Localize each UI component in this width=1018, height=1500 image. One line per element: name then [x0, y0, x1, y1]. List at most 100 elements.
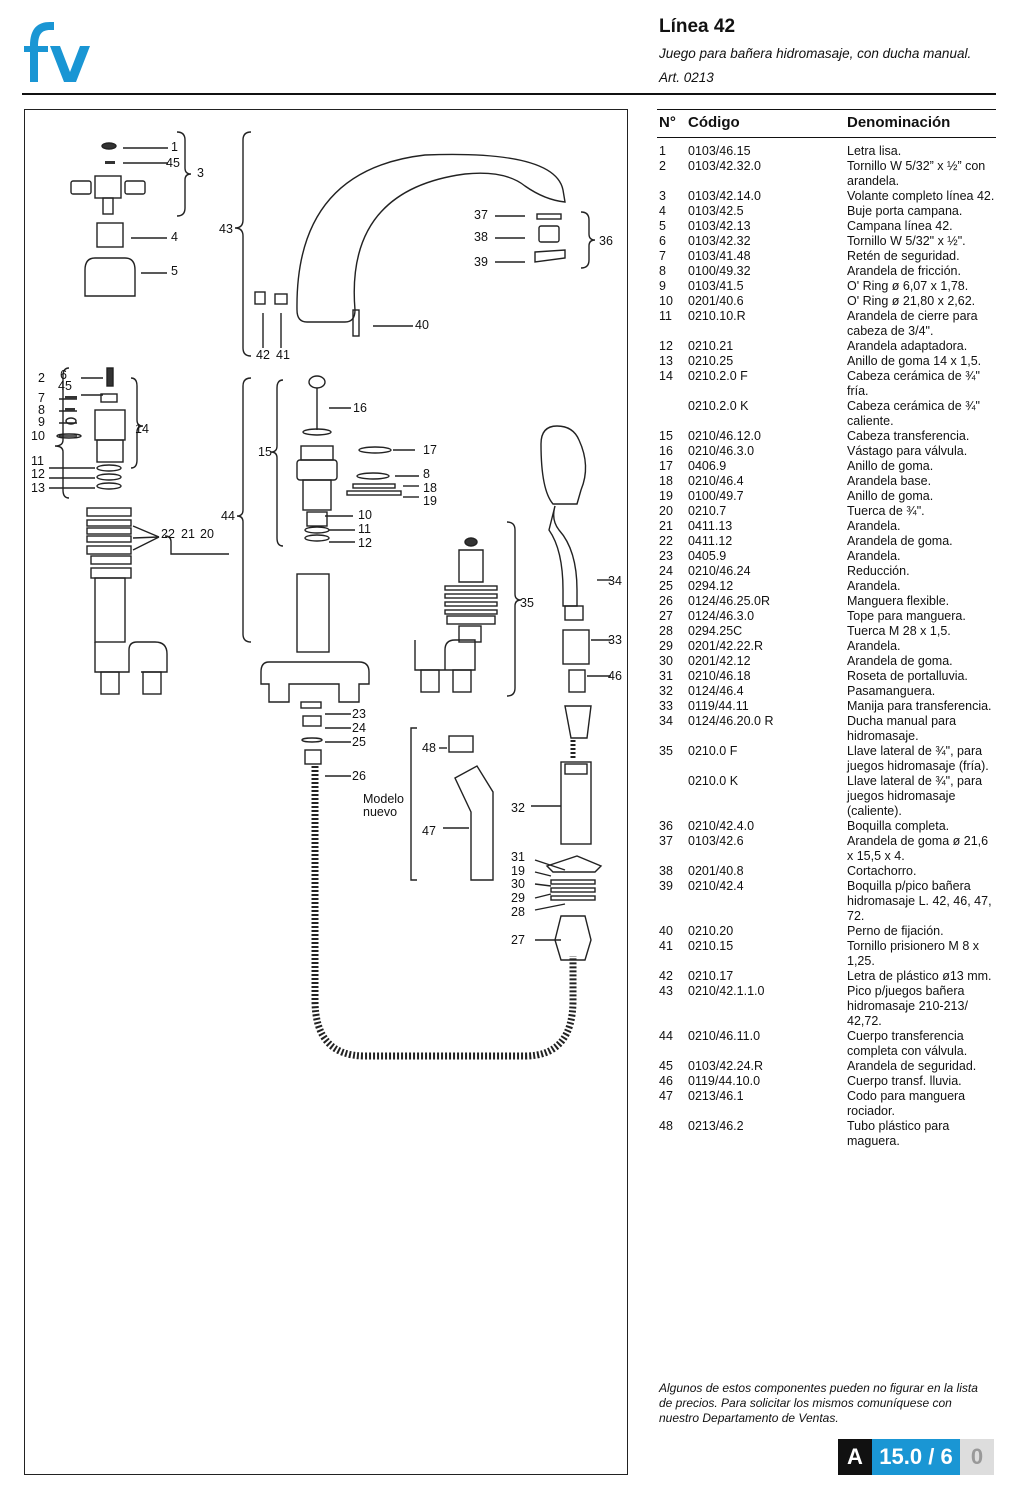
row-code: 0201/42.22.R	[688, 639, 764, 653]
row-number: 31	[659, 669, 673, 683]
callout-12-b: 12	[358, 536, 372, 550]
row-code: 0201/40.8	[688, 864, 744, 878]
row-name: Cabeza cerámica de ¾" caliente.	[847, 399, 980, 428]
row-code: 0210.0 K	[688, 774, 739, 788]
row-code: 0210.2.0 F	[688, 369, 748, 383]
row-number: 29	[659, 639, 673, 653]
row-code: 0103/42.32.0	[688, 159, 761, 173]
callout-13: 13	[31, 481, 45, 495]
page-subtitle: Juego para bañera hidromasaje, con ducha…	[659, 46, 972, 61]
row-number: 40	[659, 924, 673, 938]
callout-31: 31	[511, 850, 525, 864]
callout-45: 45	[166, 156, 180, 170]
row-name: Tornillo W 5/32” x ½” con arandela.	[847, 159, 986, 188]
row-code: 0103/41.48	[688, 249, 751, 263]
header-number: N°	[659, 114, 676, 131]
row-name: Tuerca M 28 x 1,5.	[847, 624, 951, 638]
row-name: Retén de seguridad.	[847, 249, 960, 263]
row-code: 0210/46.18	[688, 669, 751, 683]
row-code: 0210/46.24	[688, 564, 751, 578]
callout-21: 21	[181, 527, 195, 541]
row-code: 0210.15	[688, 939, 734, 953]
row-name: Cabeza transferencia.	[847, 429, 970, 443]
callout-8: 8	[38, 403, 45, 417]
row-code: 0124/46.3.0	[688, 609, 755, 623]
callout-47: 47	[422, 824, 436, 838]
callout-29: 29	[511, 891, 525, 905]
row-number: 21	[659, 519, 673, 533]
row-name: Arandela de goma.	[847, 654, 953, 668]
row-number: 32	[659, 684, 673, 698]
row-name: Tornillo W 5/32" x ½".	[847, 234, 966, 248]
row-number: 26	[659, 594, 673, 608]
row-name: Anillo de goma.	[847, 459, 934, 473]
parts-table-header: N° Código Denominación	[657, 109, 996, 138]
callout-18: 18	[423, 481, 437, 495]
row-name: Arandela de fricción.	[847, 264, 961, 278]
row-name: Tubo plástico para maguera.	[847, 1119, 950, 1148]
callout-36: 36	[599, 234, 613, 248]
row-number: 39	[659, 879, 673, 893]
row-name: Anillo de goma 14 x 1,5.	[847, 354, 982, 368]
row-code: 0213/46.2	[688, 1119, 744, 1133]
row-number: 2	[659, 159, 666, 173]
row-name: Buje porta campana.	[847, 204, 963, 218]
row-code: 0119/44.11	[688, 699, 749, 713]
footnote: Algunos de estos componentes pueden no f…	[659, 1381, 978, 1425]
row-code: 0124/46.20.0 R	[688, 714, 774, 728]
row-code: 0294.12	[688, 579, 734, 593]
diagram-drawing	[49, 131, 611, 1060]
row-name: Perno de fijación.	[847, 924, 944, 938]
row-number: 13	[659, 354, 673, 368]
callout-2: 2	[38, 371, 45, 385]
row-name: Codo para manguera rociador.	[847, 1089, 966, 1118]
callout-11: 11	[31, 454, 44, 468]
row-number: 1	[659, 144, 666, 158]
row-number: 24	[659, 564, 673, 578]
page-badge: A 15.0 / 6 0	[838, 1439, 994, 1475]
row-code: 0406.9	[688, 459, 727, 473]
row-code: 0210.21	[688, 339, 734, 353]
callout-27: 27	[511, 933, 525, 947]
row-code: 0210/46.12.0	[688, 429, 761, 443]
row-name: Roseta de portalluvia.	[847, 669, 968, 683]
row-name: Arandela.	[847, 639, 901, 653]
row-code: 0210/42.4.0	[688, 819, 755, 833]
callout-25: 25	[352, 735, 366, 749]
callout-17: 17	[423, 443, 437, 457]
callout-38: 38	[474, 230, 488, 244]
badge-letter: A	[838, 1439, 872, 1475]
row-code: 0103/42.32	[688, 234, 751, 248]
row-code: 0210.25	[688, 354, 734, 368]
row-name: Manguera flexible.	[847, 594, 950, 608]
callout-23: 23	[352, 707, 366, 721]
callout-22: 22	[161, 527, 175, 541]
row-number: 19	[659, 489, 673, 503]
row-number: 30	[659, 654, 673, 668]
row-name: Arandela de goma.	[847, 534, 953, 548]
row-code: 0103/42.5	[688, 204, 744, 218]
row-name: Tuerca de ¾".	[847, 504, 925, 518]
callout-46: 46	[608, 669, 622, 683]
callout-35: 35	[520, 596, 534, 610]
row-name: Arandela adaptadora.	[847, 339, 968, 353]
row-number: 33	[659, 699, 673, 713]
row-number: 43	[659, 984, 673, 998]
